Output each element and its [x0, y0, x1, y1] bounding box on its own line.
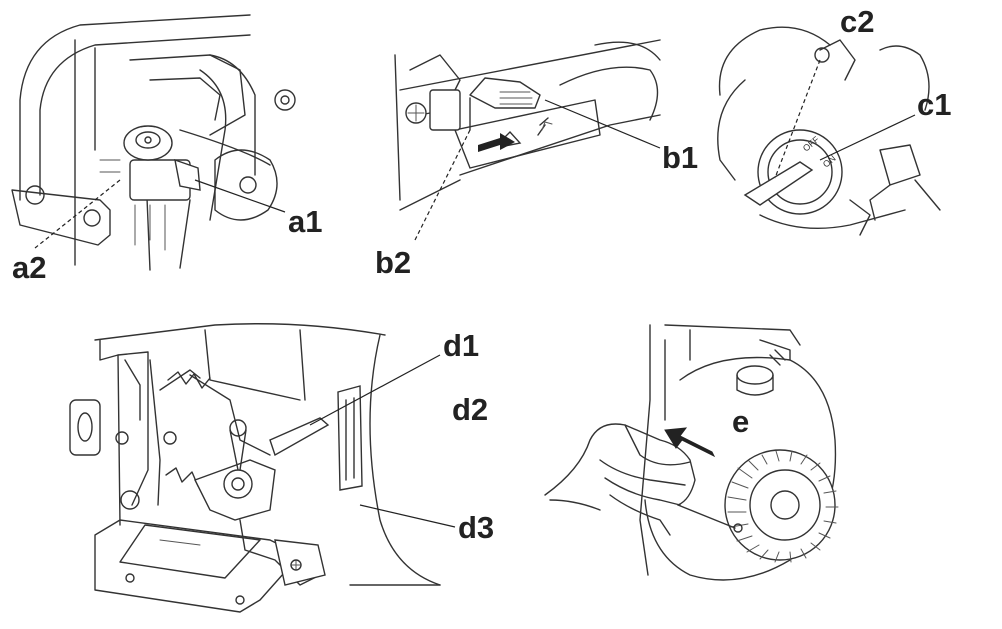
- panel-e-recoil-starter: [544, 324, 839, 581]
- callout-b1: b1: [662, 140, 698, 175]
- callout-a1: a1: [288, 204, 322, 239]
- leader-b1: [544, 99, 661, 149]
- callout-d2: d2: [452, 392, 488, 427]
- callout-c2: c2: [840, 4, 874, 39]
- panel-b-choke-lever: [394, 39, 661, 241]
- callout-c1: c1: [917, 87, 951, 122]
- panel-d-throttle-linkage: [69, 323, 456, 613]
- callout-labels: a1 a2 b1 b2 c1 c2 d1 d2 d3 e: [12, 4, 951, 545]
- leader-d1: [309, 354, 441, 426]
- leader-d3: [359, 504, 456, 528]
- callout-b2: b2: [375, 245, 411, 280]
- leader-c2: [774, 59, 821, 179]
- callout-d3: d3: [458, 510, 494, 545]
- starter-grille-slots: [727, 450, 839, 563]
- leader-c1: [819, 114, 916, 161]
- callout-a2: a2: [12, 250, 46, 285]
- callout-e: e: [732, 404, 749, 439]
- panel-c-engine-switch: OFF ON: [717, 26, 941, 236]
- panel-a-fuel-valve: [11, 14, 296, 271]
- callout-d1: d1: [443, 328, 479, 363]
- leader-a1: [194, 179, 286, 213]
